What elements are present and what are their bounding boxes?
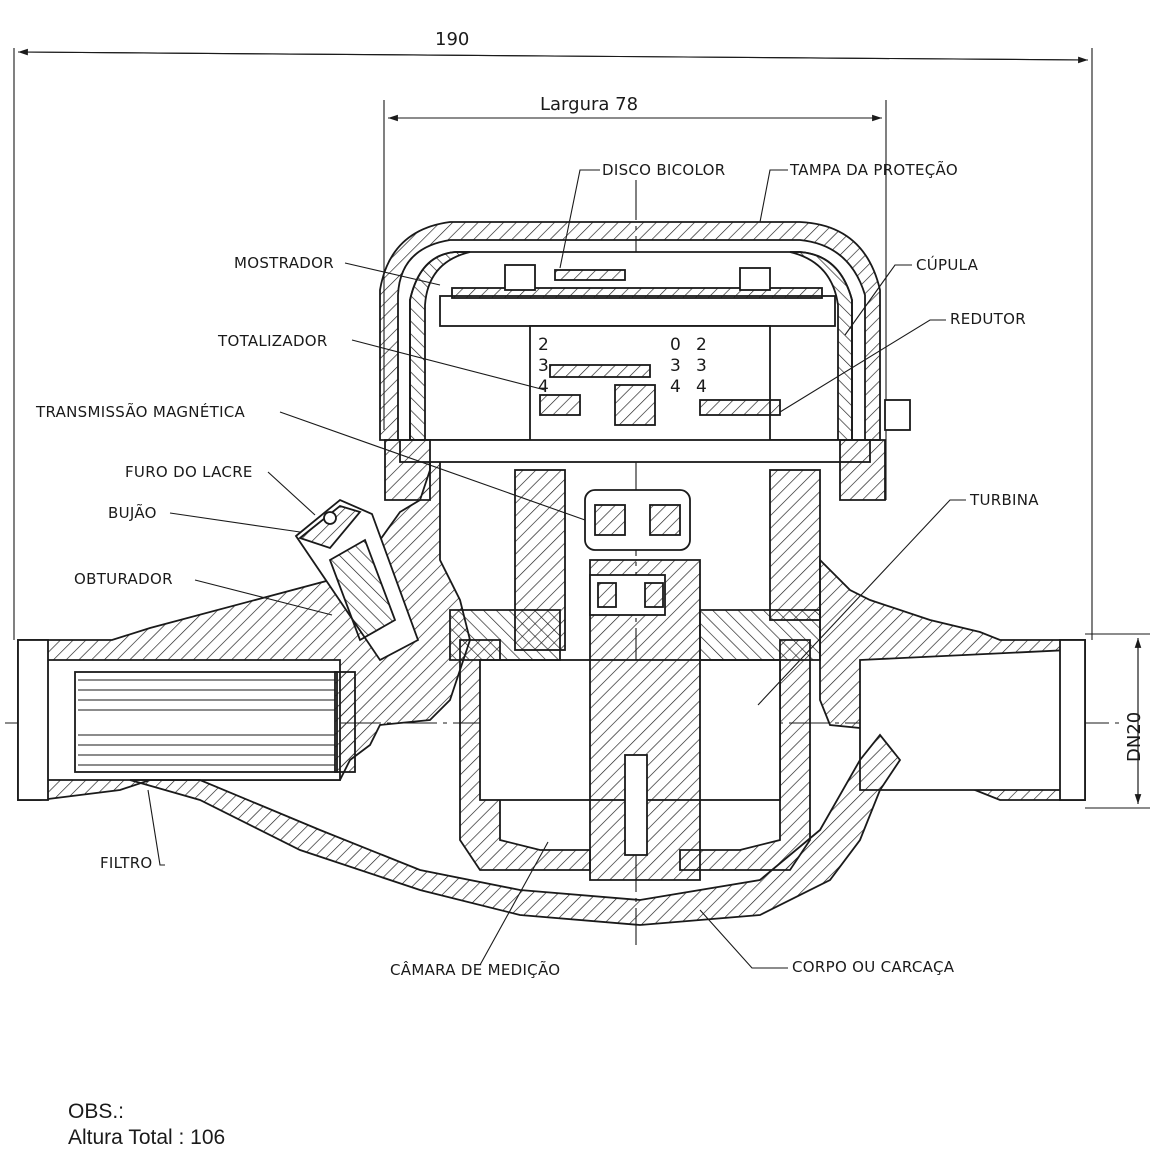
plug-assembly [294, 498, 420, 662]
label-turbina: TURBINA [969, 491, 1039, 509]
dimension-total-length: 190 [13, 29, 1093, 640]
magnetic-coupling [584, 489, 691, 616]
total-length-label: 190 [435, 29, 469, 50]
obs-text: Altura Total : 106 [68, 1126, 226, 1149]
digit-right-1: 2 [696, 335, 707, 355]
protection-cover [379, 221, 881, 441]
label-tampa-protecao: TAMPA DA PROTEÇÃO [789, 160, 958, 179]
leader-lines [147, 169, 966, 969]
label-redutor: REDUTOR [950, 310, 1026, 328]
outlet-thread [1059, 639, 1086, 801]
label-filtro: FILTRO [100, 854, 153, 872]
digit-left-2: 3 [538, 356, 549, 376]
label-camara-medicao: CÂMARA DE MEDIÇÃO [390, 960, 560, 979]
label-bujao: BUJÃO [108, 503, 157, 522]
inlet-thread [17, 639, 49, 801]
dial-plate [439, 264, 836, 327]
width-label: Largura 78 [540, 94, 638, 115]
label-cupula: CÚPULA [916, 255, 979, 274]
measuring-chamber [449, 469, 821, 881]
digit-left-3: 4 [538, 377, 549, 397]
label-obturador: OBTURADOR [74, 570, 173, 588]
digit-right-2: 3 [696, 356, 707, 376]
digit-mid-1: 0 [670, 335, 681, 355]
dn-label: DN20 [1124, 712, 1145, 762]
label-transmissao-magnetica: TRANSMISSÃO MAGNÉTICA [35, 402, 246, 421]
label-furo-lacre: FURO DO LACRE [125, 463, 253, 481]
dimension-dn: DN20 [1085, 633, 1150, 809]
digit-right-3: 4 [696, 377, 707, 397]
digit-mid-2: 3 [670, 356, 681, 376]
digit-mid-3: 4 [670, 377, 681, 397]
label-mostrador: MOSTRADOR [234, 254, 334, 272]
obs-title: OBS.: [68, 1100, 125, 1123]
callout-labels: DISCO BICOLOR TAMPA DA PROTEÇÃO MOSTRADO… [35, 160, 1039, 979]
register-digits: 2 3 4 0 3 4 2 3 4 [538, 335, 707, 397]
label-disco-bicolor: DISCO BICOLOR [602, 161, 726, 179]
filter [74, 671, 356, 773]
register-gears [529, 325, 781, 442]
digit-left-1: 2 [538, 335, 549, 355]
label-corpo-carcaca: CORPO OU CARCAÇA [792, 958, 955, 976]
label-totalizador: TOTALIZADOR [217, 332, 328, 350]
base-ring [384, 399, 911, 501]
